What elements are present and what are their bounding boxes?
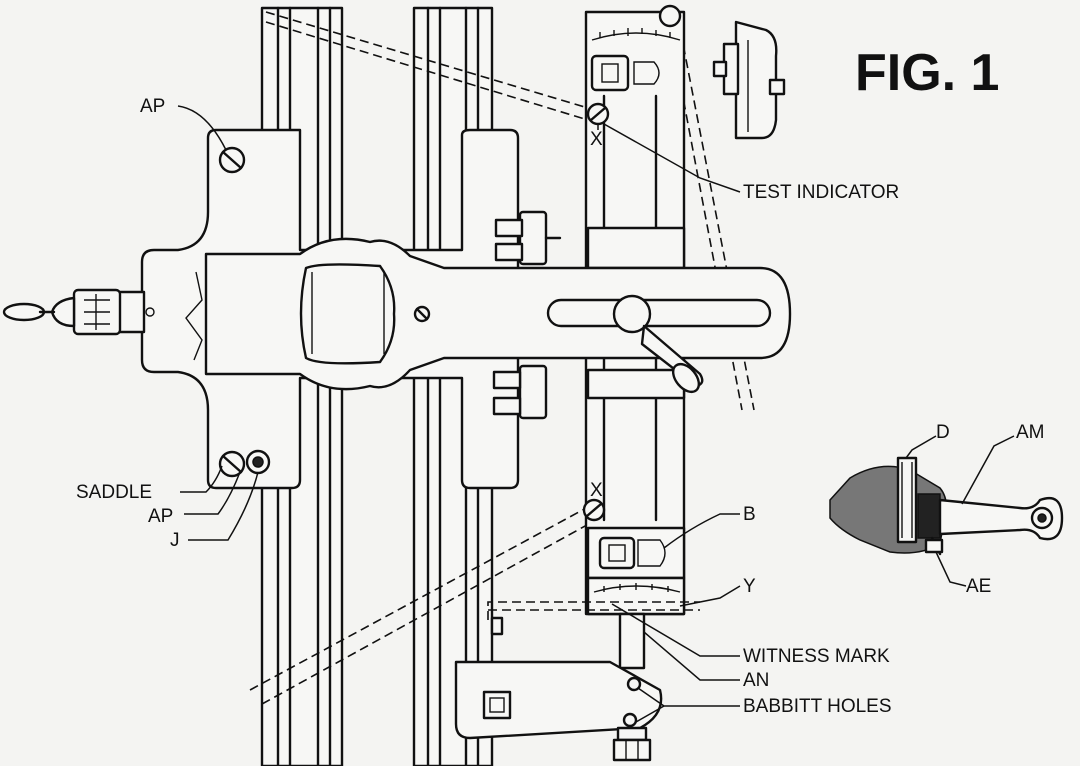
label-ap-top: AP <box>140 96 165 117</box>
label-test-indicator: TEST INDICATOR <box>743 182 899 203</box>
label-x-top: X <box>590 129 603 150</box>
figure-title: FIG. 1 <box>855 44 999 102</box>
label-witness-mark: WITNESS MARK <box>743 646 890 667</box>
label-saddle: SADDLE <box>76 482 152 503</box>
sectional-detail <box>829 456 1064 556</box>
indicator-sight-lines <box>249 11 755 705</box>
micrometer-head <box>2 288 146 336</box>
dial-indicator-detail <box>712 20 786 140</box>
label-am: AM <box>1016 422 1045 443</box>
label-ap-bottom: AP <box>148 506 173 527</box>
label-d: D <box>936 422 950 443</box>
leader-lines <box>177 105 1015 723</box>
label-b: B <box>743 504 756 525</box>
label-babbitt-holes: BABBITT HOLES <box>743 696 892 717</box>
label-j: J <box>170 530 180 551</box>
horizontal-arm <box>185 237 792 394</box>
lower-bracket <box>454 660 663 762</box>
label-ae: AE <box>966 576 991 597</box>
saddle-bolts <box>492 210 562 420</box>
label-y: Y <box>743 576 756 597</box>
label-an: AN <box>743 670 769 691</box>
label-x-bottom: X <box>590 480 603 501</box>
